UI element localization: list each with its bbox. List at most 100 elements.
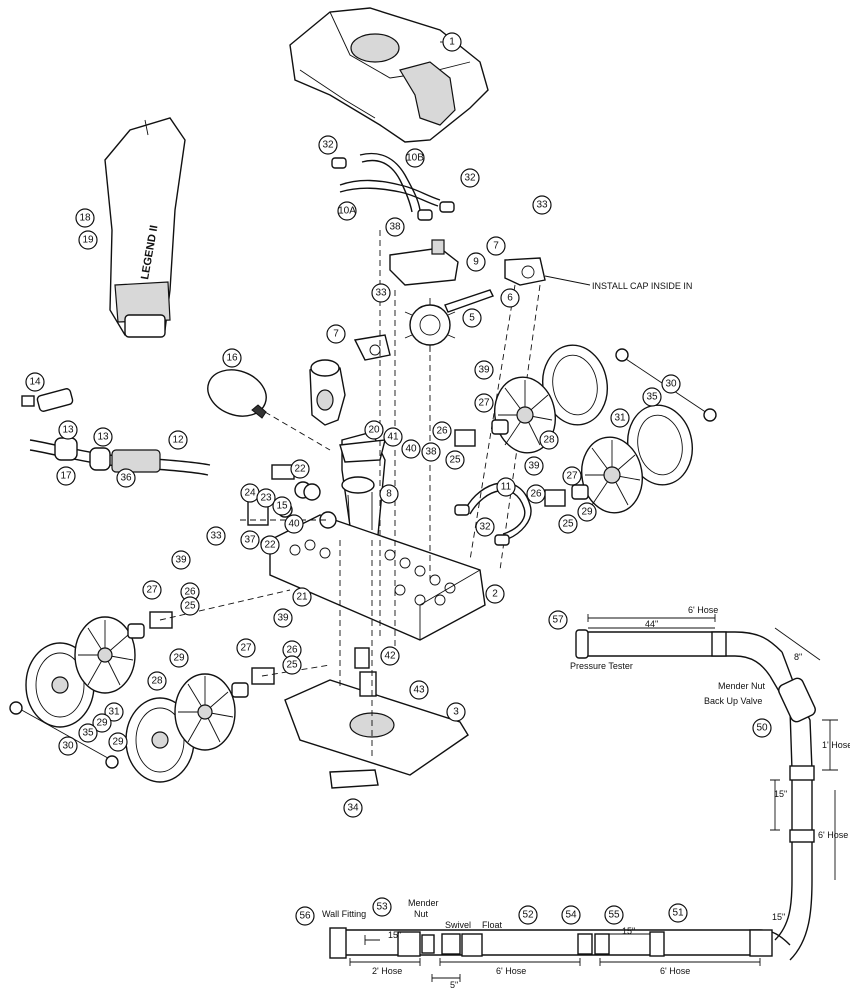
svg-text:24: 24	[244, 488, 256, 499]
svg-text:25: 25	[286, 660, 298, 671]
svg-text:1: 1	[449, 37, 455, 48]
svg-text:25: 25	[562, 519, 574, 530]
callout-17: 17	[56, 466, 76, 486]
callout-21: 21	[292, 587, 312, 607]
svg-text:35: 35	[82, 728, 94, 739]
dim-5-label: 5"	[450, 980, 458, 990]
callout-40: 40	[284, 514, 304, 534]
svg-text:19: 19	[82, 235, 94, 246]
callout-25: 25	[282, 655, 302, 675]
svg-text:33: 33	[375, 288, 387, 299]
callout-23: 23	[256, 488, 276, 508]
mender-label-line1: Mender	[408, 898, 439, 908]
hose-6-right-label: 6' Hose	[818, 830, 848, 840]
callout-39: 39	[524, 456, 544, 476]
callout-30: 30	[58, 736, 78, 756]
callout-32: 32	[318, 135, 338, 155]
right-wheel-assembly-top	[454, 344, 717, 546]
svg-text:25: 25	[184, 601, 196, 612]
svg-text:23: 23	[260, 493, 272, 504]
callout-27: 27	[142, 580, 162, 600]
svg-text:31: 31	[108, 707, 120, 718]
svg-text:22: 22	[264, 540, 276, 551]
swivel-label: Swivel	[445, 920, 471, 930]
callout-20: 20	[364, 420, 384, 440]
svg-text:27: 27	[566, 471, 578, 482]
svg-text:13: 13	[97, 432, 109, 443]
callout-25: 25	[180, 596, 200, 616]
svg-text:20: 20	[368, 425, 380, 436]
callout-27: 27	[562, 466, 582, 486]
svg-text:27: 27	[240, 643, 252, 654]
callout-8: 8	[379, 484, 399, 504]
callout-33: 33	[532, 195, 552, 215]
hose-layout	[329, 614, 838, 982]
callout-32: 32	[460, 168, 480, 188]
callout-19: 19	[78, 230, 98, 250]
callout-13: 13	[58, 420, 78, 440]
callout-13: 13	[93, 427, 113, 447]
callout-9: 9	[466, 252, 486, 272]
svg-text:9: 9	[473, 257, 479, 268]
svg-text:11: 11	[501, 482, 512, 493]
svg-text:50: 50	[756, 723, 768, 734]
svg-text:6: 6	[507, 293, 513, 304]
hose-1-label: 1' Hose	[822, 740, 850, 750]
svg-text:27: 27	[146, 585, 158, 596]
svg-text:57: 57	[552, 615, 564, 626]
svg-text:34: 34	[347, 803, 359, 814]
callout-2: 2	[485, 584, 505, 604]
callout-29: 29	[169, 648, 189, 668]
feed-hose-assembly	[21, 388, 211, 476]
svg-text:32: 32	[322, 140, 334, 151]
svg-text:21: 21	[296, 592, 308, 603]
callout-28: 28	[147, 671, 167, 691]
dim-15-mid-label: 15"	[622, 926, 635, 936]
callout-41: 41	[383, 427, 403, 447]
dim-44-label: 44"	[645, 619, 658, 629]
callout-43: 43	[409, 680, 429, 700]
main-body	[269, 230, 546, 789]
callout-24: 24	[240, 483, 260, 503]
callout-22: 22	[290, 459, 310, 479]
svg-text:29: 29	[96, 718, 108, 729]
svg-text:10A: 10A	[338, 206, 356, 217]
callout-51: 51	[668, 903, 688, 923]
svg-text:39: 39	[478, 365, 490, 376]
callout-7: 7	[326, 324, 346, 344]
hose-6-top-label: 6' Hose	[688, 605, 718, 615]
callout-37: 37	[240, 530, 260, 550]
dim-15-right-label: 15"	[774, 789, 787, 799]
callout-56: 56	[295, 906, 315, 926]
callout-31: 31	[610, 408, 630, 428]
svg-text:39: 39	[528, 461, 540, 472]
callout-38: 38	[385, 217, 405, 237]
svg-text:29: 29	[112, 737, 124, 748]
svg-text:30: 30	[62, 741, 74, 752]
wall-fitting-label: Wall Fitting	[322, 909, 366, 919]
callout-39: 39	[273, 608, 293, 628]
svg-text:25: 25	[449, 455, 461, 466]
svg-text:33: 33	[536, 200, 548, 211]
callout-35: 35	[642, 387, 662, 407]
callout-11: 11	[496, 477, 516, 497]
svg-text:52: 52	[522, 910, 534, 921]
svg-text:17: 17	[60, 471, 72, 482]
svg-text:7: 7	[493, 241, 499, 252]
hose-2-label: 2' Hose	[372, 966, 402, 976]
callout-7: 7	[486, 236, 506, 256]
dim-15-left-label: 15"	[388, 930, 401, 940]
float-label: Float	[482, 920, 503, 930]
callout-54: 54	[561, 905, 581, 925]
callout-42: 42	[380, 646, 400, 666]
svg-text:26: 26	[184, 587, 196, 598]
svg-text:40: 40	[405, 444, 417, 455]
callout-29: 29	[92, 713, 112, 733]
callout-33: 33	[206, 526, 226, 546]
svg-text:28: 28	[543, 435, 555, 446]
callout-36: 36	[116, 468, 136, 488]
svg-text:40: 40	[288, 519, 300, 530]
svg-text:30: 30	[665, 379, 677, 390]
svg-text:56: 56	[299, 911, 311, 922]
